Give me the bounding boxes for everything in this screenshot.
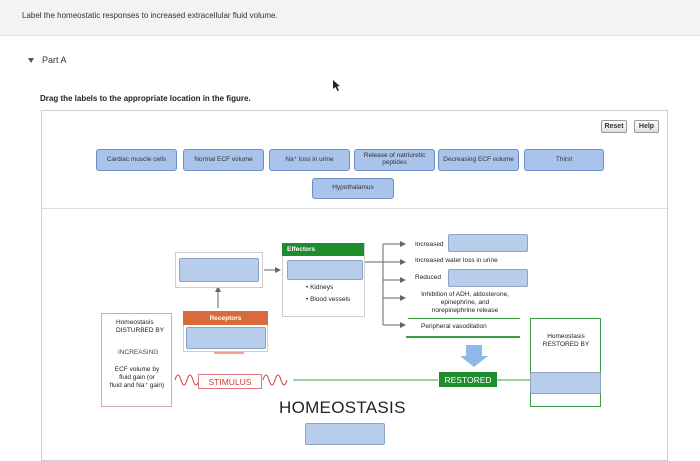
drop-zone-sensor[interactable] bbox=[179, 258, 259, 282]
drop-zone-response-increased[interactable] bbox=[448, 234, 528, 252]
restored-badge: RESTORED bbox=[439, 372, 497, 387]
effector-kidneys: • Kidneys bbox=[306, 284, 334, 291]
disturbed-cause: ECF volume by fluid gain (or fluid and N… bbox=[109, 366, 165, 389]
mouse-cursor-icon bbox=[333, 80, 340, 91]
drop-zone-receptor[interactable] bbox=[186, 327, 266, 349]
effector-blood-vessels: • Blood vessels bbox=[306, 296, 351, 303]
help-button[interactable]: Help bbox=[634, 120, 659, 133]
header-bar: Label the homeostatic responses to incre… bbox=[0, 0, 700, 36]
drag-prompt: Drag the labels to the appropriate locat… bbox=[40, 94, 251, 103]
label-chip-hypothalamus[interactable]: Hypothalamus bbox=[312, 178, 394, 199]
disturbed-box bbox=[101, 313, 172, 407]
diagram-title: HOMEOSTASIS bbox=[279, 398, 406, 417]
label-chip-decreasing-ecf-volume[interactable]: Decreasing ECF volume bbox=[438, 149, 519, 171]
response-vasodilation: Peripheral vasodilation bbox=[421, 323, 487, 330]
receptors-header: Receptors bbox=[183, 311, 268, 325]
question-instruction: Label the homeostatic responses to incre… bbox=[22, 11, 278, 20]
chevron-down-icon bbox=[28, 57, 34, 63]
disturbed-title: Homeostasis DISTURBED BY bbox=[116, 319, 165, 334]
restored-title: Homeostasis RESTORED BY bbox=[542, 333, 590, 348]
increasing-label: INCREASING bbox=[118, 349, 159, 356]
label-chip-thirst[interactable]: Thirst bbox=[524, 149, 604, 171]
label-chip-na-loss-in-urine[interactable]: Na⁺ loss in urine bbox=[269, 149, 350, 171]
label-chip-cardiac-muscle-cells[interactable]: Cardiac muscle cells bbox=[96, 149, 177, 171]
effectors-header: Effectors bbox=[282, 243, 364, 256]
part-a-toggle[interactable]: Part A bbox=[28, 55, 67, 65]
drop-zone-bottom[interactable] bbox=[305, 423, 385, 445]
label-chip-normal-ecf-volume[interactable]: Normal ECF volume bbox=[183, 149, 264, 171]
green-divider-bottom bbox=[406, 336, 520, 338]
drop-zone-restored[interactable] bbox=[530, 372, 601, 394]
response-increased: Increased bbox=[415, 241, 444, 248]
drop-zone-response-reduced[interactable] bbox=[448, 269, 528, 287]
response-water-loss: Increased water loss in urine bbox=[415, 257, 498, 264]
label-chip-release-natriuretic-peptides[interactable]: Release of natriuretic peptides bbox=[354, 149, 435, 171]
green-divider bbox=[408, 318, 520, 319]
reset-button[interactable]: Reset bbox=[601, 120, 627, 133]
stimulus-badge: STIMULUS bbox=[198, 374, 262, 389]
part-label: Part A bbox=[42, 55, 67, 65]
drop-zone-effector[interactable] bbox=[287, 260, 363, 280]
response-reduced: Reduced bbox=[415, 274, 442, 281]
response-inhibition: Inhibition of ADH, aldosterone, epinephr… bbox=[421, 291, 509, 314]
